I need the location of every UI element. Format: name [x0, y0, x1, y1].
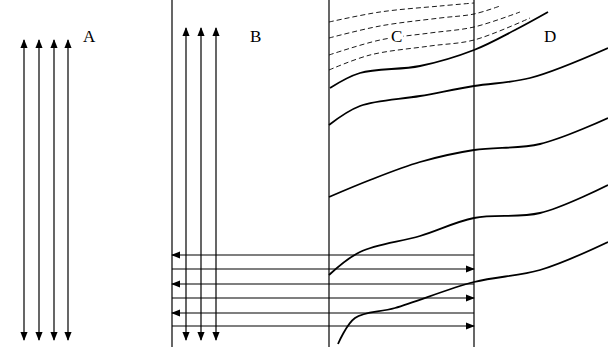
- panel-label: C: [390, 28, 403, 45]
- vertical-arrow: [215, 28, 216, 340]
- panel-divider: [171, 0, 172, 347]
- flow-curve: [329, 48, 608, 125]
- vertical-arrow: [185, 28, 186, 340]
- dashed-curve: [329, 12, 520, 55]
- vertical-arrow: [23, 40, 24, 340]
- panel-label: D: [543, 28, 557, 45]
- dashed-curve: [329, 3, 474, 22]
- horizontal-arrow: [172, 325, 474, 326]
- horizontal-arrow: [172, 268, 474, 269]
- panel-label: B: [249, 28, 262, 45]
- flow-curve: [329, 118, 608, 197]
- panel-divider: [473, 0, 474, 347]
- panel-divider: [328, 0, 329, 347]
- horizontal-arrow: [172, 254, 474, 255]
- horizontal-arrow: [172, 312, 474, 313]
- dashed-curve: [329, 6, 500, 38]
- flow-curve: [338, 242, 608, 344]
- vertical-arrow: [67, 40, 68, 340]
- panel-label: A: [82, 28, 96, 45]
- vertical-arrow: [200, 28, 201, 340]
- vertical-arrow: [38, 40, 39, 340]
- dashed-curve: [329, 18, 530, 70]
- flow-curve: [330, 12, 548, 88]
- horizontal-arrow: [172, 283, 474, 284]
- vertical-arrow: [53, 40, 54, 340]
